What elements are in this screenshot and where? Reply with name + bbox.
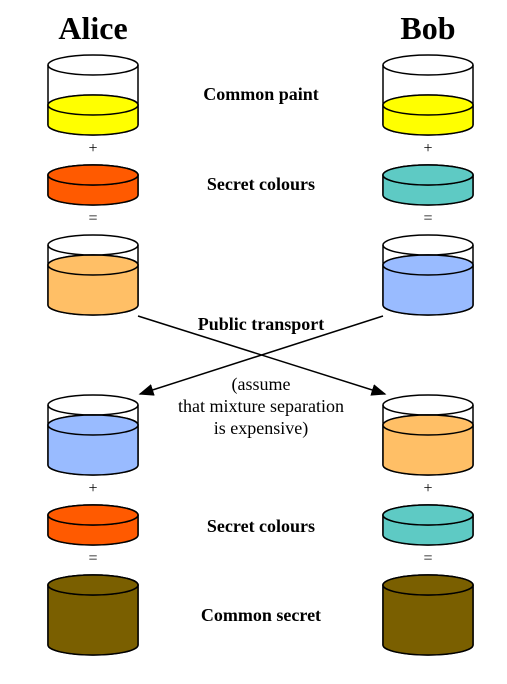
bob-secret-colour-dish — [382, 164, 474, 206]
bob-equals-top: = — [423, 210, 433, 227]
alice-title: Alice — [58, 10, 128, 46]
note-line-2: that mixture separation — [178, 396, 344, 416]
note-line-3: is expensive) — [213, 418, 309, 438]
bob-common-secret-pot — [382, 574, 474, 656]
bob-title: Bob — [400, 10, 456, 46]
label-secret-colours-bottom: Secret colours — [206, 516, 316, 536]
alice-mixture-pot — [47, 234, 139, 316]
alice-common-secret-pot — [47, 574, 139, 656]
bob-mixture-pot — [382, 234, 474, 316]
label-secret-colours-top: Secret colours — [206, 174, 316, 194]
bob-secret-colour-dish-2 — [382, 504, 474, 546]
alice-plus-bottom: + — [88, 480, 98, 497]
alice-equals-bottom: = — [88, 550, 98, 567]
label-common-paint: Common paint — [203, 84, 319, 104]
bob-plus-bottom: + — [423, 480, 433, 497]
bob-equals-bottom: = — [423, 550, 433, 567]
bob-plus-top: + — [423, 140, 433, 157]
bob-common-paint-pot — [382, 54, 474, 136]
alice-secret-colour-dish — [47, 164, 139, 206]
alice-plus-top: + — [88, 140, 98, 157]
alice-common-paint-pot — [47, 54, 139, 136]
arrow-bob-to-alice — [138, 315, 384, 396]
alice-secret-colour-dish-2 — [47, 504, 139, 546]
bob-received-pot — [382, 394, 474, 476]
alice-received-pot — [47, 394, 139, 476]
label-common-secret: Common secret — [200, 605, 322, 625]
note-line-1: (assume — [231, 374, 291, 394]
alice-equals-top: = — [88, 210, 98, 227]
label-public-transport: Public transport — [197, 314, 325, 334]
